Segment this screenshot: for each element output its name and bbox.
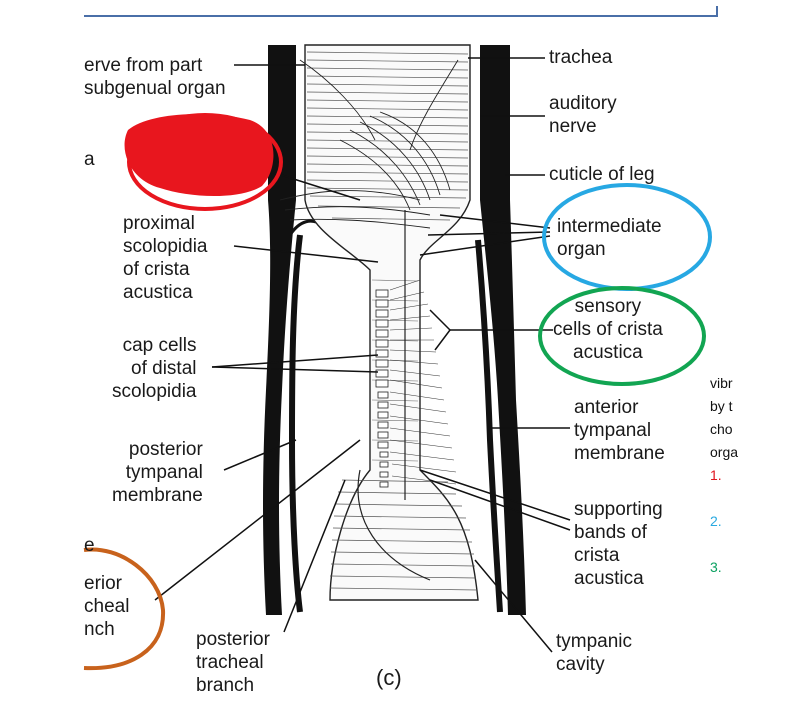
trachea-hatching (306, 51, 478, 591)
nerve-fan (279, 59, 459, 229)
label-trachea: trachea (549, 47, 613, 68)
side-note-item-3: 3. (710, 559, 722, 575)
side-note-item-2: 2. (710, 513, 722, 529)
label-a-fragment: a (84, 149, 95, 170)
distal-scolopidia-lines (389, 279, 457, 485)
side-note-text: vibr by t cho orga (710, 375, 739, 460)
orange-circle (83, 547, 166, 671)
side-note-item-1: 1. (710, 467, 722, 483)
trachea-tube (304, 44, 479, 601)
leader-lines (154, 57, 571, 653)
sensory-cell-column (375, 289, 389, 488)
red-redaction-mark (124, 114, 274, 196)
label-cuticle-of-leg: cuticle of leg (549, 164, 655, 185)
label-e-fragment: e (84, 535, 95, 556)
green-circle (538, 286, 706, 386)
tracheal-branch-fold (357, 469, 431, 581)
panel-letter: (c) (376, 665, 402, 690)
